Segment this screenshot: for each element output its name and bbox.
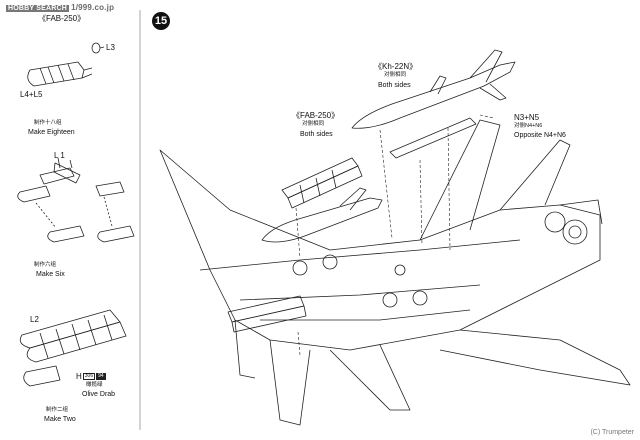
fab250-main-title: 《FAB-250》: [292, 111, 340, 120]
fab250-triple-rack-drawing: [19, 309, 127, 387]
paint-code-2: 94: [96, 373, 106, 381]
aircraft-fuselage-drawing: [159, 119, 631, 426]
kh22n-cn-text: 对侧相同: [384, 72, 407, 78]
fab250-main-cn-text: 对侧相同: [302, 121, 325, 127]
pylon-drawing: [389, 117, 477, 159]
make6-en-text: Make Six: [36, 271, 65, 278]
paint-cn-text: 橄榄绿: [86, 382, 103, 388]
make2-en-text: Make Two: [44, 416, 76, 423]
fab250-rack-assembly-drawing: [17, 157, 135, 243]
make18-en-text: Make Eighteen: [28, 129, 75, 136]
part-label-l3: L3: [106, 43, 115, 52]
opposite-cn-text: 对侧N4+N6: [514, 123, 543, 129]
part-label-l1: L 1: [54, 151, 65, 160]
fab250-group-title: 《FAB-250》: [38, 14, 86, 23]
step-number: 15: [152, 12, 170, 30]
part-label-l2: L2: [30, 315, 39, 324]
copyright-credit: (C) Trumpeter: [590, 429, 634, 436]
kh22n-missile-drawing: [261, 49, 516, 243]
kh22n-title: 《Kh-22N》: [374, 62, 418, 71]
opposite-en-text: Opposite N4+N6: [514, 132, 566, 139]
make18-cn-text: 制作十八组: [34, 120, 62, 126]
paint-en-text: Olive Drab: [82, 391, 116, 398]
watermark-badge: HOBBY SEARCH: [6, 5, 70, 12]
kh22n-en-text: Both sides: [378, 82, 411, 89]
fab250-main-en-text: Both sides: [300, 131, 333, 138]
part-label-l4l5: L4+L5: [20, 90, 43, 99]
fab250-single-bomb-drawing: [27, 42, 105, 87]
make6-cn-text: 制作六组: [34, 262, 57, 268]
leader-lines: [295, 114, 495, 356]
fab250-clusters-drawing: [227, 157, 363, 333]
watermark-text: 1/999.co.jp: [71, 3, 115, 12]
part-h-text: H: [76, 372, 82, 381]
make2-cn-text: 制作二组: [46, 407, 69, 413]
paint-code-1: 306: [82, 373, 96, 381]
part-label-n3n5: N3+N5: [514, 113, 540, 122]
